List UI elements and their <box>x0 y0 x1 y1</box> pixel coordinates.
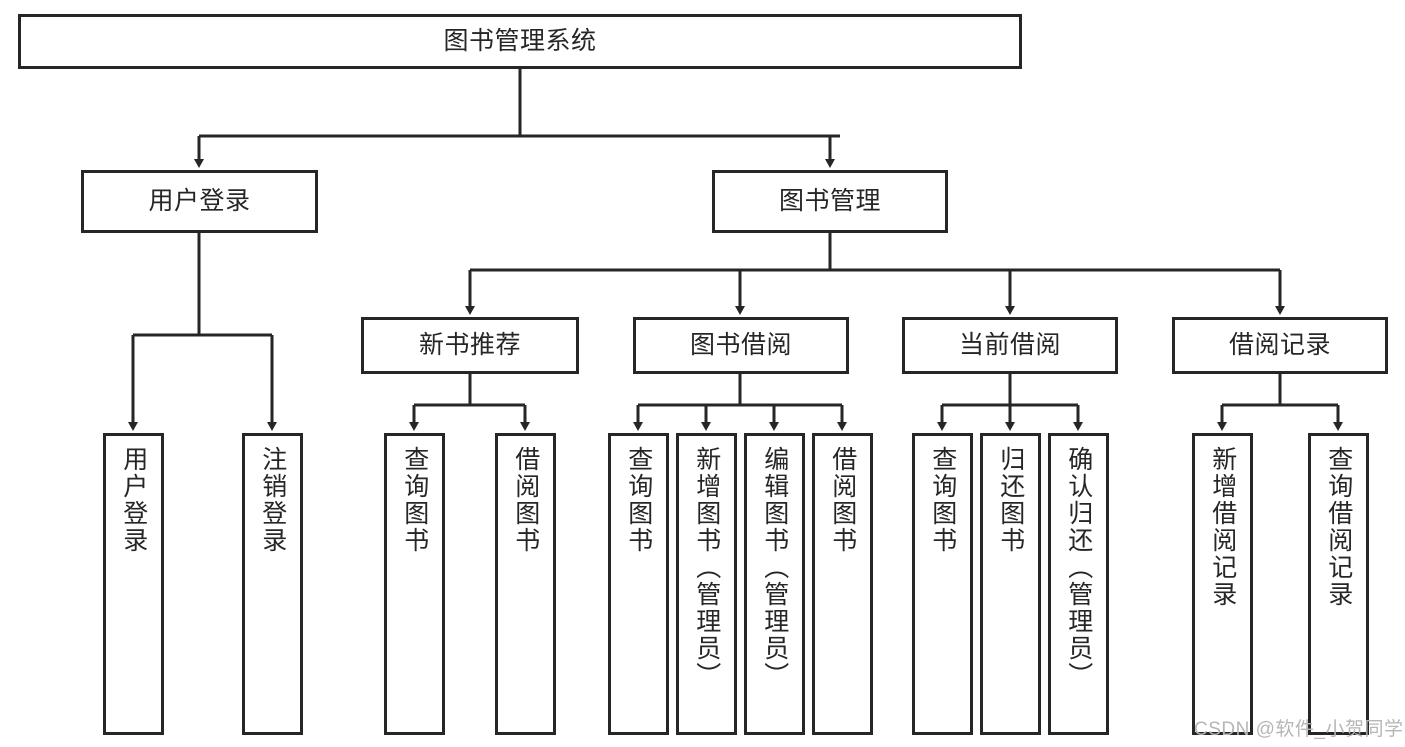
node-current-borrow[interactable]: 当前借阅 <box>902 317 1118 374</box>
leaf-current-borrow-confirm[interactable]: 确认归还（管理员） <box>1048 433 1109 735</box>
node-book-borrow-label: 图书借阅 <box>689 331 792 360</box>
leaf-book-borrow-add-label: 新增图书（管理员） <box>692 446 721 689</box>
leaf-book-borrow-borrow[interactable]: 借阅图书 <box>812 433 873 735</box>
node-book-borrow[interactable]: 图书借阅 <box>633 317 849 374</box>
leaf-user-login-logout[interactable]: 注销登录 <box>242 433 303 735</box>
node-borrow-record[interactable]: 借阅记录 <box>1172 317 1388 374</box>
leaf-current-borrow-confirm-label: 确认归还（管理员） <box>1064 446 1093 689</box>
node-current-borrow-label: 当前借阅 <box>958 331 1061 360</box>
leaf-user-login-logout-label: 注销登录 <box>258 446 287 554</box>
leaf-borrow-record-add-label: 新增借阅记录 <box>1208 446 1237 608</box>
leaf-book-borrow-edit[interactable]: 编辑图书（管理员） <box>744 433 805 735</box>
node-new-book-recommend[interactable]: 新书推荐 <box>361 317 579 374</box>
leaf-book-borrow-borrow-label: 借阅图书 <box>828 446 857 554</box>
watermark-csdn: CSDN @软件_小贺同学 <box>1194 719 1404 740</box>
leaf-book-borrow-add[interactable]: 新增图书（管理员） <box>676 433 737 735</box>
leaf-user-login-login[interactable]: 用户登录 <box>103 433 164 735</box>
leaf-borrow-record-query-label: 查询借阅记录 <box>1324 446 1353 608</box>
node-user-login-label: 用户登录 <box>148 187 251 216</box>
leaf-user-login-login-label: 用户登录 <box>119 446 148 554</box>
leaf-new-book-borrow[interactable]: 借阅图书 <box>495 433 556 735</box>
leaf-current-borrow-return[interactable]: 归还图书 <box>980 433 1041 735</box>
leaf-book-borrow-query[interactable]: 查询图书 <box>608 433 669 735</box>
leaf-book-borrow-edit-label: 编辑图书（管理员） <box>760 446 789 689</box>
leaf-new-book-query-label: 查询图书 <box>400 446 429 554</box>
node-book-management[interactable]: 图书管理 <box>712 170 948 233</box>
leaf-book-borrow-query-label: 查询图书 <box>624 446 653 554</box>
node-borrow-record-label: 借阅记录 <box>1228 331 1331 360</box>
node-root-label: 图书管理系统 <box>443 27 597 56</box>
node-new-book-recommend-label: 新书推荐 <box>418 331 521 360</box>
leaf-borrow-record-query[interactable]: 查询借阅记录 <box>1308 433 1369 735</box>
leaf-new-book-borrow-label: 借阅图书 <box>511 446 540 554</box>
node-book-management-label: 图书管理 <box>778 187 881 216</box>
node-root[interactable]: 图书管理系统 <box>18 14 1022 69</box>
leaf-current-borrow-query-label: 查询图书 <box>928 446 957 554</box>
leaf-new-book-query[interactable]: 查询图书 <box>384 433 445 735</box>
node-user-login[interactable]: 用户登录 <box>81 170 318 233</box>
leaf-current-borrow-return-label: 归还图书 <box>996 446 1025 554</box>
leaf-current-borrow-query[interactable]: 查询图书 <box>912 433 973 735</box>
leaf-borrow-record-add[interactable]: 新增借阅记录 <box>1192 433 1253 735</box>
